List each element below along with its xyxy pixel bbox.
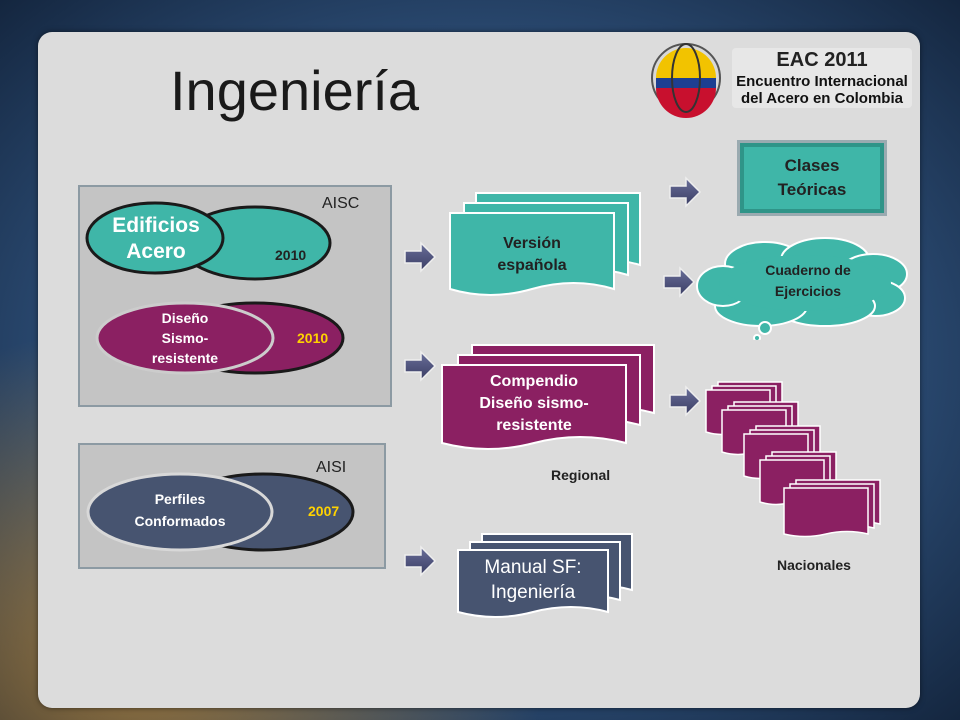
diseno-line3: resistente	[151, 350, 219, 366]
cuaderno-label: Cuaderno de Ejercicios	[718, 256, 898, 306]
perfiles-year: 2007	[308, 503, 340, 519]
cuaderno-line2: Ejercicios	[774, 283, 842, 299]
manual-doc-stack	[457, 533, 633, 618]
edificios-line1: Edificios	[112, 214, 200, 237]
edificios-year: 2010	[275, 247, 307, 263]
aisi-label: AISI	[316, 459, 347, 476]
clases-line1: Clases	[784, 156, 840, 175]
clases-teoricas-box: Clases Teóricas	[737, 140, 887, 216]
compendio-line1: Compendio	[490, 373, 578, 390]
version-doc-stack	[449, 192, 641, 296]
arrow-version	[404, 241, 437, 273]
version-espanola-label: Versión española	[452, 228, 612, 282]
cuaderno-line1: Cuaderno de	[765, 262, 851, 278]
compendio-doc-stack	[441, 344, 655, 450]
arrow-nacionales	[669, 385, 702, 417]
perfiles-line2: Conformados	[134, 513, 226, 529]
manual-sf-label: Manual SF: Ingeniería	[458, 552, 608, 608]
nacionales-label: Nacionales	[777, 557, 851, 573]
manual-line1: Manual SF:	[484, 557, 582, 578]
edificios-line2: Acero	[126, 240, 186, 263]
arrow-clases	[669, 176, 702, 208]
compendio-label: Compendio Diseño sismo- resistente	[442, 368, 626, 440]
diseno-sismo-label: Diseño Sismo- resistente	[110, 303, 260, 373]
manual-line2: Ingeniería	[490, 582, 576, 603]
diseno-year: 2010	[297, 330, 329, 346]
arrow-cuaderno	[663, 266, 696, 298]
compendio-line3: resistente	[496, 417, 572, 434]
aisi-ellipses	[86, 472, 355, 552]
nacional-stack-5	[783, 479, 881, 538]
logo-line1: EAC 2011	[776, 49, 867, 71]
aisc-label: AISC	[322, 195, 360, 212]
cuaderno-cloud	[696, 237, 908, 340]
diseno-line1: Diseño	[161, 310, 209, 326]
logo-line2: Encuentro Internacional	[736, 73, 908, 90]
version-line1: Versión	[503, 235, 561, 252]
edificios-acero-label: Edificios Acero	[88, 208, 224, 270]
regional-label: Regional	[551, 467, 611, 483]
arrow-compendio	[404, 350, 437, 382]
slide-title: Ingeniería	[170, 59, 420, 122]
perfiles-line1: Perfiles	[154, 491, 206, 507]
arrow-manual	[404, 545, 437, 577]
compendio-line2: Diseño sismo-	[479, 395, 589, 412]
diseno-line2: Sismo-	[161, 330, 209, 346]
version-line2: española	[497, 257, 567, 274]
perfiles-conformados-label: Perfiles Conformados	[100, 482, 260, 538]
clases-line2: Teóricas	[777, 180, 847, 199]
eac-logo: EAC 2011 Encuentro Internacional del Ace…	[648, 40, 918, 125]
logo-line3: del Acero en Colombia	[741, 90, 904, 107]
nacionales-doc-cascade	[705, 381, 881, 538]
aisc-ellipses	[85, 201, 345, 375]
